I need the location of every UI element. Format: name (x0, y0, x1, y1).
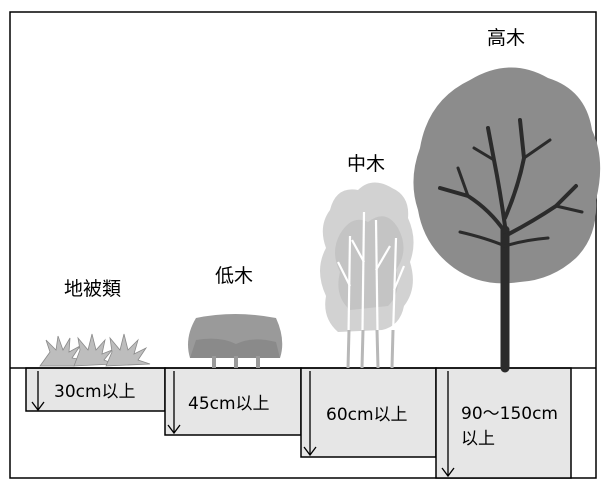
depth-label-shrub: 45cm以上 (188, 394, 270, 414)
depth-box-tall-tree (435, 367, 572, 479)
plant-label-tall-tree: 高木 (487, 27, 525, 49)
depth-label-tall-tree-line1: 90～150cm (461, 404, 558, 424)
mid-tree-illustration (320, 182, 414, 369)
depth-arrow-icon (303, 371, 317, 457)
depth-label-ground-cover: 30cm以上 (54, 382, 136, 402)
plant-label-shrub: 低木 (215, 265, 253, 287)
depth-box-ground-cover (25, 367, 166, 412)
depth-arrow-icon (167, 371, 181, 435)
depth-label-tall-tree-line2: 以上 (461, 429, 495, 449)
depth-box-mid-tree (300, 367, 437, 458)
ground-cover-illustration (39, 333, 151, 367)
tall-tree-illustration (413, 67, 601, 373)
depth-label-mid-tree: 60cm以上 (326, 405, 408, 425)
depth-arrow-icon (441, 371, 455, 478)
depth-arrows (31, 371, 455, 478)
plant-label-ground-cover: 地被類 (64, 278, 121, 300)
grass-tuft-icon (105, 333, 151, 367)
shrub-illustration (188, 314, 283, 368)
plant-label-mid-tree: 中木 (347, 153, 385, 175)
depth-arrow-icon (31, 371, 45, 412)
grass-tuft-icon (73, 333, 115, 367)
